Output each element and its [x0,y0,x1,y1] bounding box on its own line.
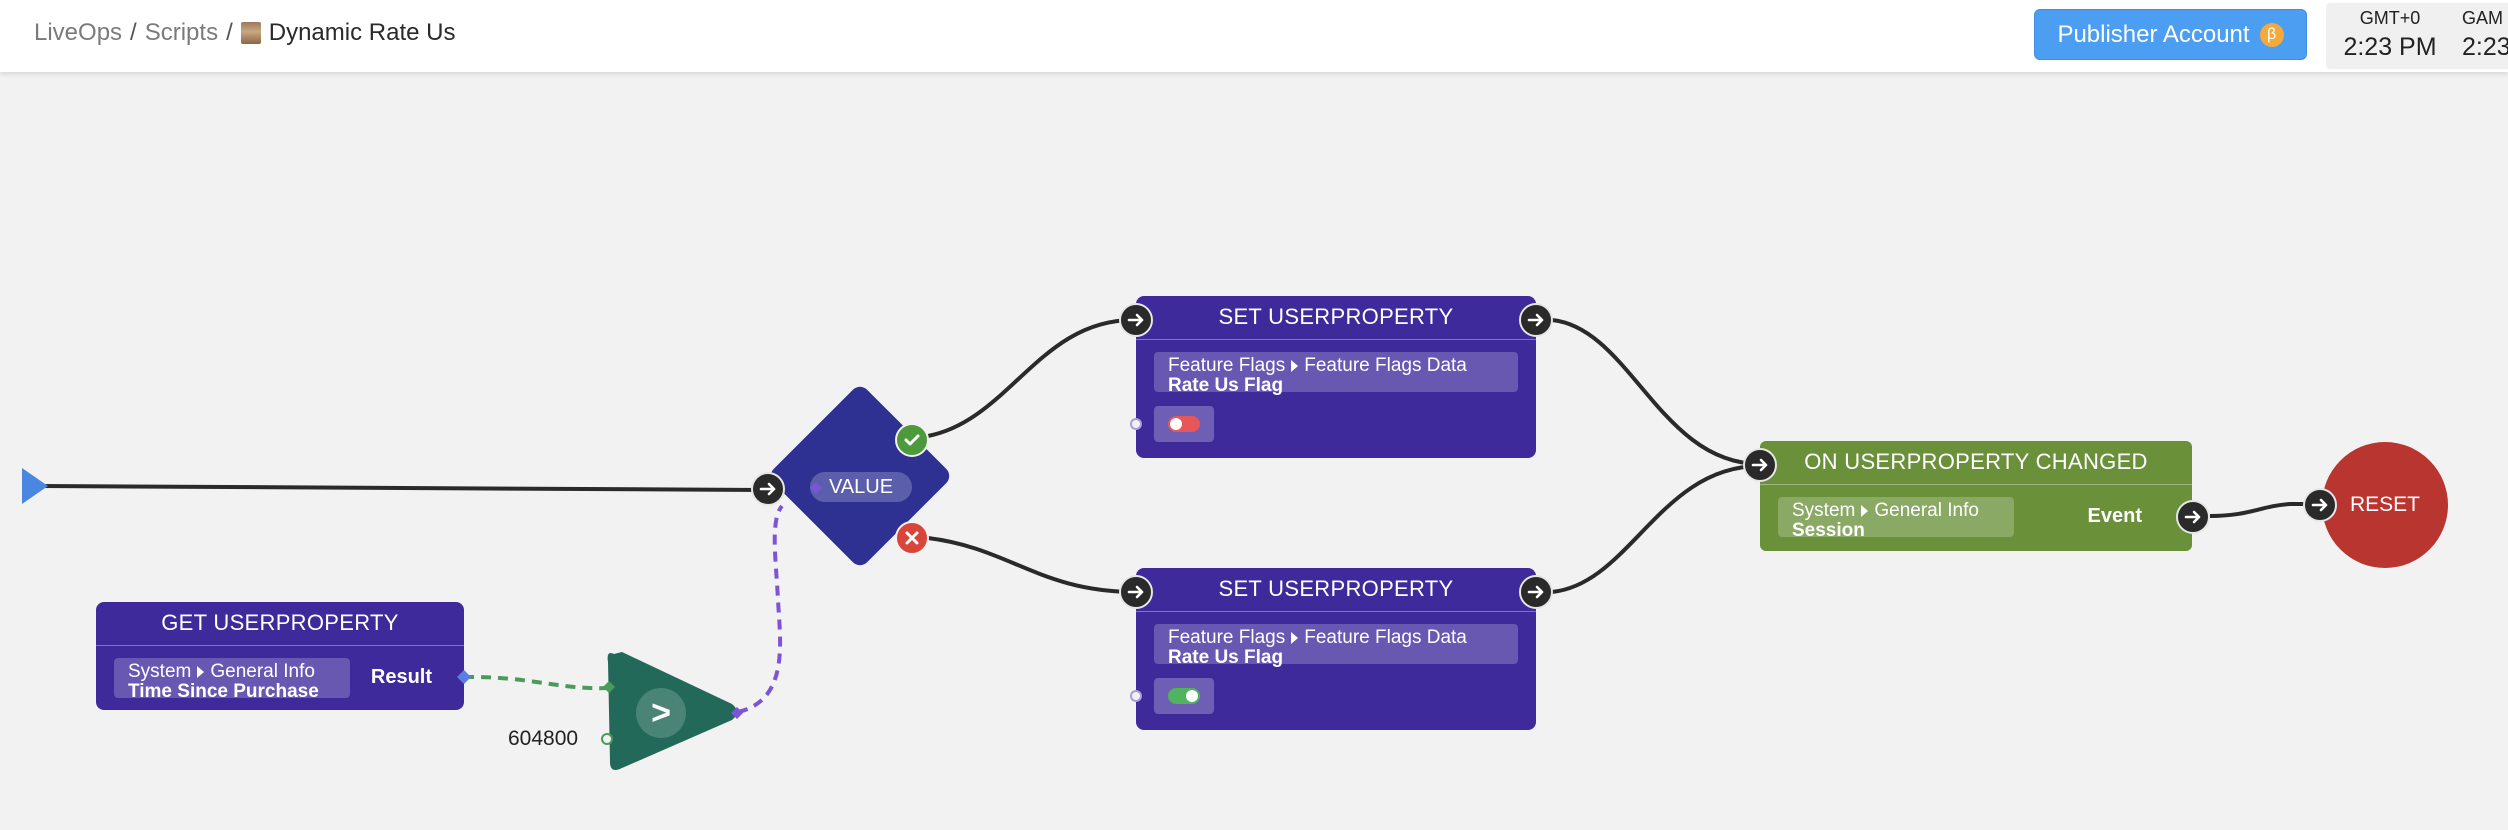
event-output-port[interactable] [2176,500,2210,534]
set-userproperty-node-true[interactable]: SET USERPROPERTY Feature Flags Feature F… [1136,296,1536,458]
caret-right-icon [1861,505,1869,517]
property-name: Time Since Purchase [128,681,319,702]
set-false-input-port[interactable] [1119,575,1153,609]
wire-false-to-set [927,536,1137,594]
arrow-right-icon [2184,510,2201,524]
wire-set-false-to-event [1551,464,1761,594]
branch-value-port[interactable] [809,481,823,495]
caret-right-icon [1291,360,1299,372]
path-segment: Feature Flags Data [1304,355,1467,376]
compare-constant[interactable]: 604800 [508,727,579,750]
property-selector[interactable]: System General Info Time Since Purchase [114,658,350,702]
property-selector[interactable]: System General Info Session [1778,497,2014,541]
property-path: System General Info [128,662,336,682]
clock-gmt: GMT+0 2:23 PM [2326,3,2454,62]
path-segment: System [1792,500,1856,521]
wire-event-to-reset [2209,502,2320,518]
arrow-right-icon [1751,458,1768,472]
set-false-value-port[interactable] [1130,690,1142,702]
arrow-right-icon [1127,585,1144,599]
compare-node[interactable] [600,646,746,778]
branch-value-pill: VALUE [810,472,912,502]
breadcrumb-current: Dynamic Rate Us [268,19,456,46]
event-input-port[interactable] [1743,448,1777,482]
script-icon [240,22,261,44]
set-userproperty-node-false[interactable]: SET USERPROPERTY Feature Flags Feature F… [1136,568,1536,730]
result-output-port[interactable] [456,669,472,685]
path-segment: General Info [210,661,315,682]
breadcrumb-liveops[interactable]: LiveOps [34,19,123,46]
on-userproperty-changed-node[interactable]: ON USERPROPERTY CHANGED System General I… [1760,441,2192,551]
breadcrumb-scripts[interactable]: Scripts [144,19,219,46]
property-name: Session [1792,520,1865,541]
wire-set-true-to-event [1551,318,1761,466]
node-title: ON USERPROPERTY CHANGED [1760,441,2192,485]
breadcrumb-separator: / [130,19,137,46]
compare-input-port-b[interactable] [601,733,613,745]
rate-us-flag-toggle-on[interactable] [1154,678,1214,714]
property-selector[interactable]: Feature Flags Feature Flags Data Rate Us… [1154,352,1518,396]
node-title: SET USERPROPERTY [1136,296,1536,340]
top-bar: LiveOps / Scripts / Dynamic Rate Us Publ… [0,0,2508,72]
caret-right-icon [197,666,205,678]
wire-result-to-compare [463,674,609,691]
arrow-right-icon [1527,585,1544,599]
set-false-output-port[interactable] [1519,575,1553,609]
start-marker-icon[interactable] [20,466,50,506]
clock-time: 2:23 [2462,33,2508,61]
node-title: SET USERPROPERTY [1136,568,1536,612]
branch-input-port[interactable] [751,472,785,506]
check-icon[interactable] [895,423,929,457]
property-path: System General Info [1792,501,2000,521]
set-true-output-port[interactable] [1519,303,1553,337]
close-icon[interactable] [895,521,929,555]
compare-output-port[interactable] [730,706,744,720]
output-label: Result [370,666,432,688]
output-label: Event [2087,505,2142,527]
node-title: GET USERPROPERTY [96,602,464,646]
arrow-right-icon [1127,313,1144,327]
path-segment: Feature Flags [1168,627,1286,648]
set-true-value-port[interactable] [1130,418,1142,430]
beta-icon: β [2259,22,2284,47]
breadcrumb-separator: / [226,19,233,46]
breadcrumb: LiveOps / Scripts / Dynamic Rate Us [34,19,455,47]
wire-start-to-branch [39,484,769,492]
get-userproperty-node[interactable]: GET USERPROPERTY System General Info Tim… [96,602,464,710]
wire-true-to-set [927,317,1137,438]
clock-time: 2:23 PM [2343,33,2437,61]
path-segment: Feature Flags Data [1304,627,1467,648]
property-path: Feature Flags Feature Flags Data [1168,356,1504,376]
set-true-input-port[interactable] [1119,303,1153,337]
clock-game: GAM 2:23 [2462,3,2508,62]
path-segment: System [128,661,192,682]
path-segment: General Info [1874,500,1979,521]
property-name: Rate Us Flag [1168,647,1284,668]
clock-panel: GMT+0 2:23 PM GAM 2:23 [2326,3,2508,69]
compare-input-port-a[interactable] [602,680,616,694]
publisher-account-button[interactable]: Publisher Account β [2034,9,2307,60]
arrow-right-icon [759,482,776,496]
clock-zone: GAM [2462,8,2504,28]
property-path: Feature Flags Feature Flags Data [1168,628,1504,648]
arrow-right-icon [2311,498,2328,512]
reset-node[interactable]: RESET [2322,442,2448,568]
property-selector[interactable]: Feature Flags Feature Flags Data Rate Us… [1154,624,1518,668]
caret-right-icon [1291,632,1299,644]
rate-us-flag-toggle-off[interactable] [1154,406,1214,442]
path-segment: Feature Flags [1168,355,1286,376]
reset-input-port[interactable] [2303,488,2337,522]
compare-operator-icon: > [636,688,686,738]
arrow-right-icon [1527,313,1544,327]
publisher-account-label: Publisher Account [2057,20,2250,48]
clock-zone: GMT+0 [2359,8,2421,28]
property-name: Rate Us Flag [1168,375,1284,396]
wire-compare-to-branch [737,504,784,714]
